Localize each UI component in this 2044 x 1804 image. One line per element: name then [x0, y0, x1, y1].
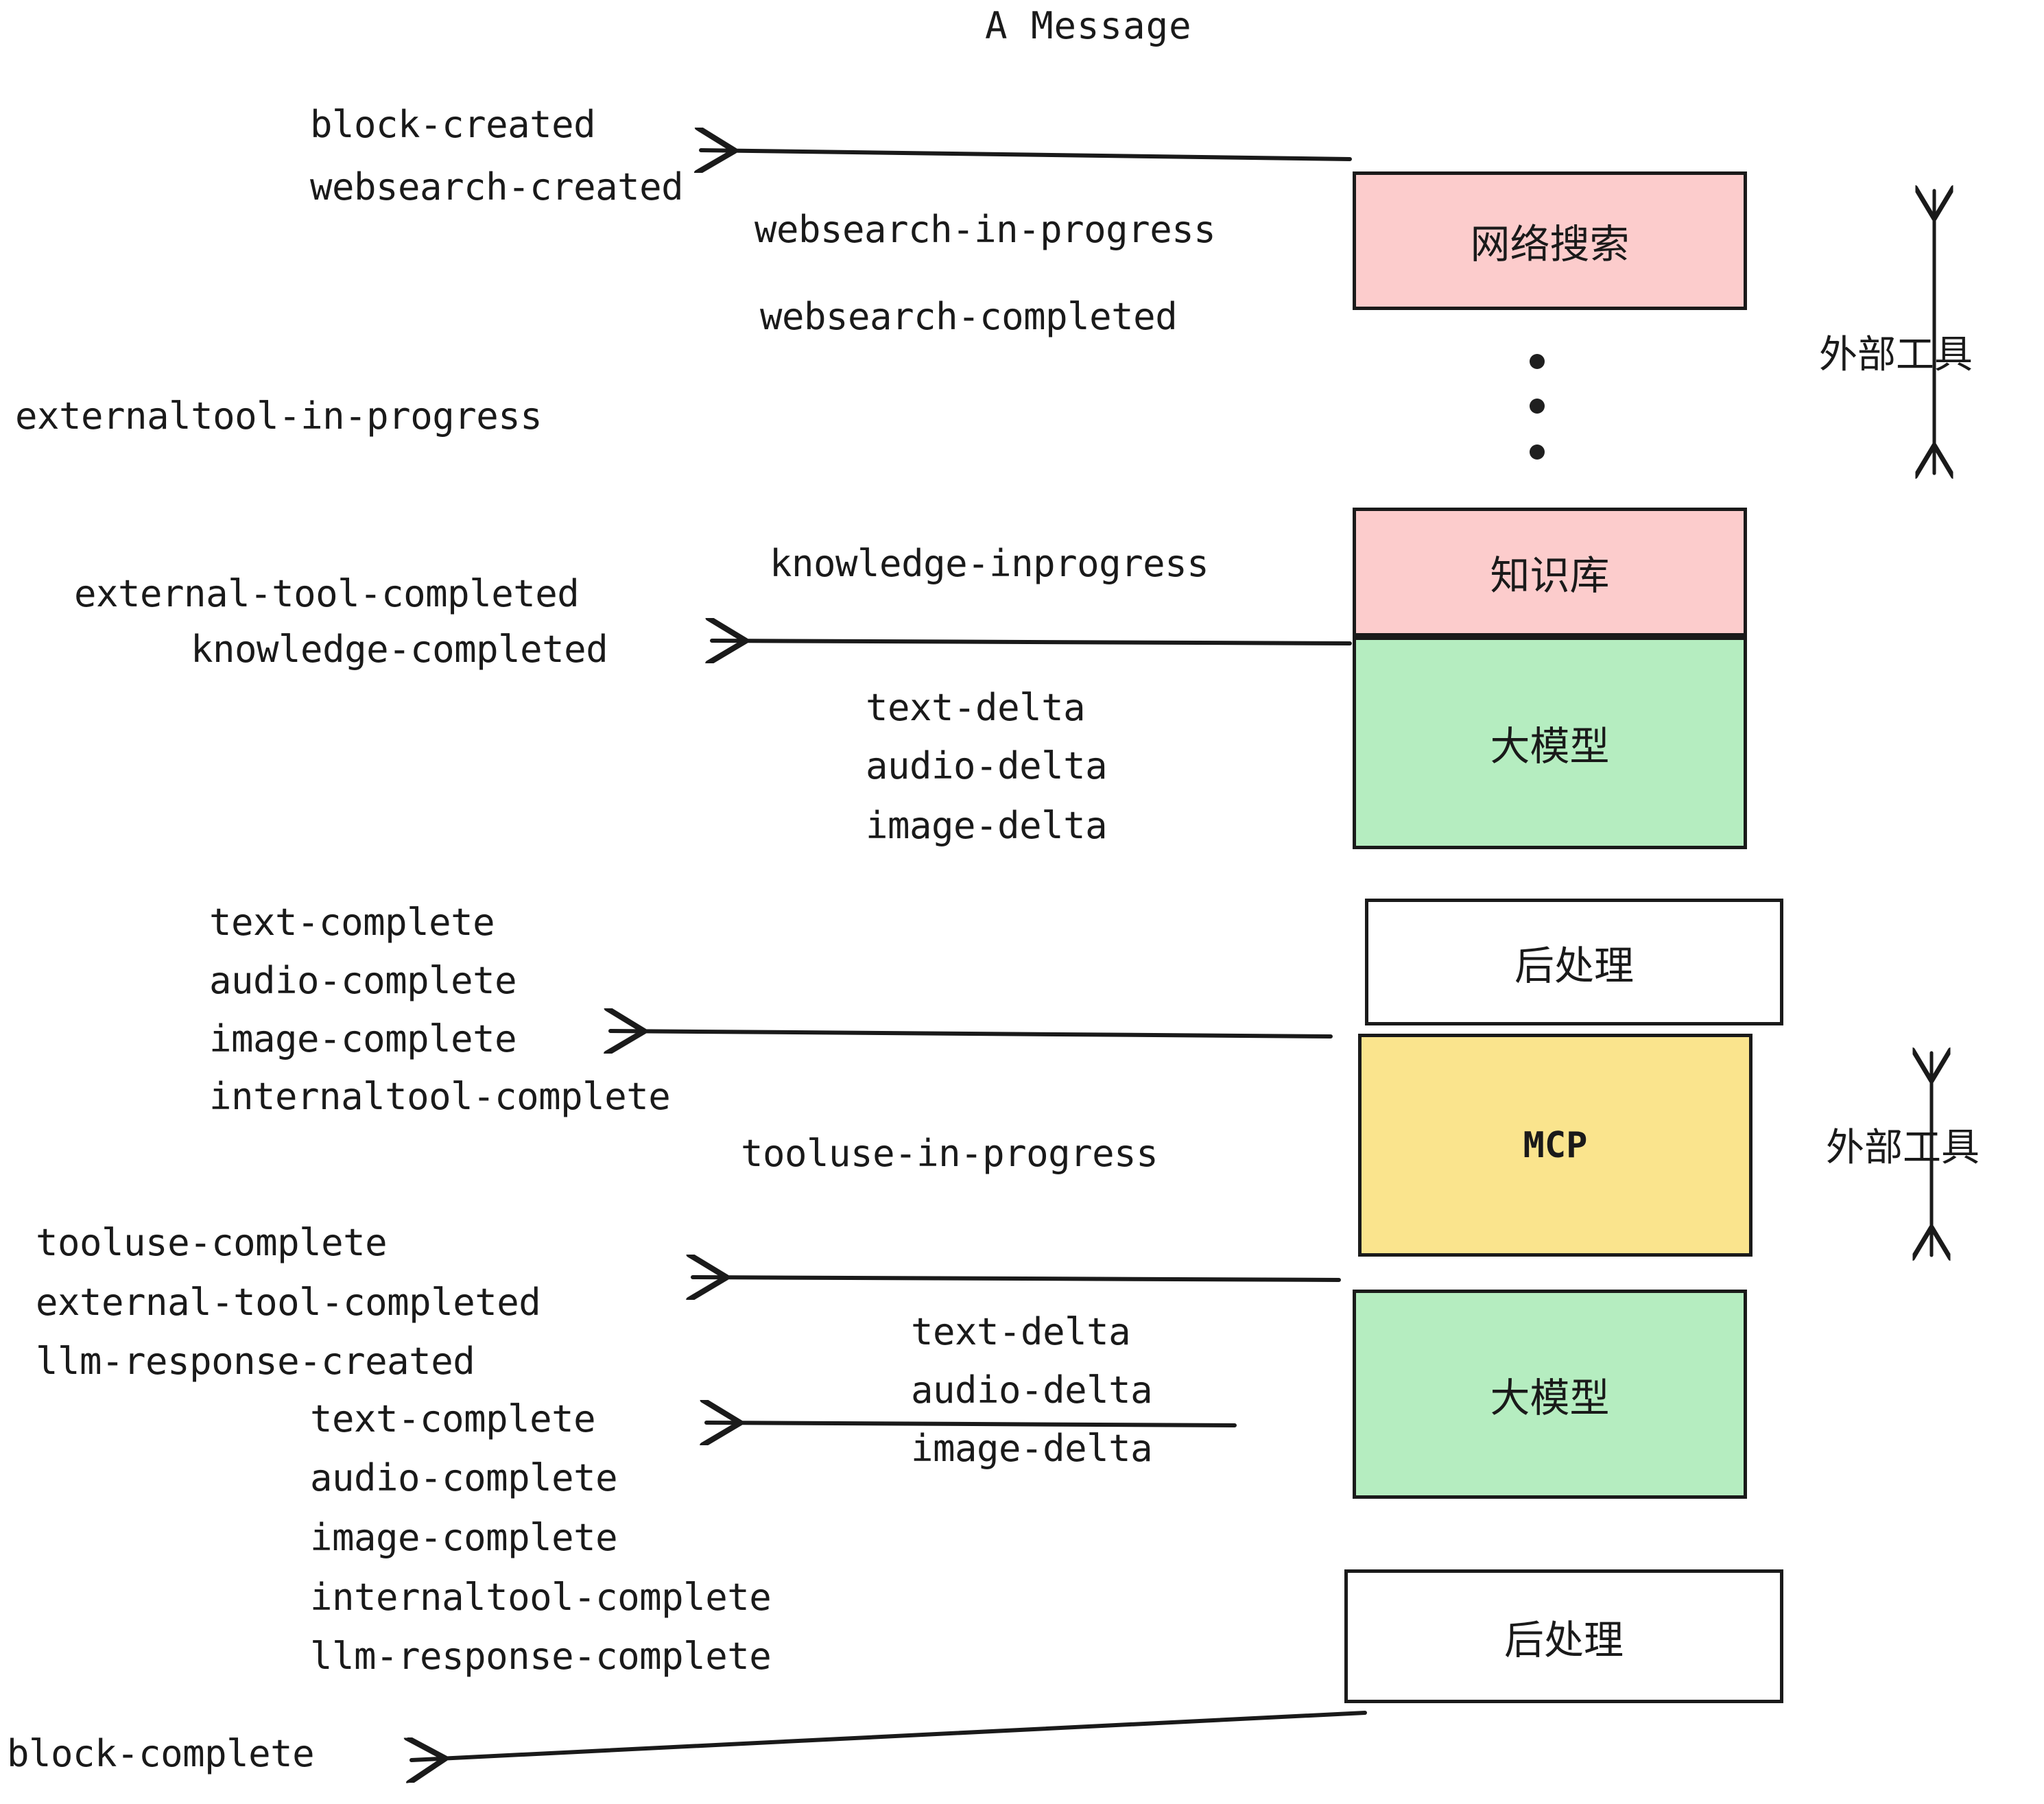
node-label-mcp: MCP — [1523, 1124, 1588, 1166]
node-box-postprocess-2: 后处理 — [1344, 1569, 1783, 1703]
event-label-external-tool-completed-2: external-tool-completed — [36, 1281, 541, 1324]
arrow-audio-complete — [706, 1423, 1237, 1425]
event-label-knowledge-completed: knowledge-completed — [191, 628, 608, 671]
node-label-postprocess-1: 后处理 — [1514, 942, 1634, 989]
arrow-knowledge-done — [712, 641, 1352, 643]
node-box-postprocess-1: 后处理 — [1365, 899, 1783, 1025]
side-label-external-tools-top: 外部工具 — [1819, 333, 1973, 377]
arrow-block-complete — [412, 1711, 1367, 1760]
node-box-mcp: MCP — [1358, 1034, 1752, 1257]
event-label-text-complete-2: text-complete — [310, 1397, 596, 1440]
side-label-external-tools-bottom: 外部工具 — [1826, 1126, 1980, 1170]
event-label-image-delta-1: image-delta — [866, 804, 1108, 847]
event-label-knowledge-inprogress: knowledge-inprogress — [770, 542, 1209, 585]
event-label-websearch-in-progress: websearch-in-progress — [754, 208, 1216, 251]
event-label-internaltool-complete-1: internaltool-complete — [209, 1075, 671, 1118]
node-label-websearch: 网络搜索 — [1470, 221, 1630, 268]
event-label-audio-delta-2: audio-delta — [911, 1368, 1153, 1412]
event-label-tooluse-in-progress: tooluse-in-progress — [741, 1132, 1158, 1175]
node-label-llm-1: 大模型 — [1490, 723, 1610, 770]
node-box-llm-1: 大模型 — [1353, 637, 1747, 849]
event-label-websearch-completed: websearch-completed — [760, 295, 1178, 338]
node-box-knowledge: 知识库 — [1353, 508, 1747, 637]
event-label-block-created: block-created — [310, 103, 596, 146]
ellipsis-dot-2 — [1530, 399, 1545, 414]
event-label-llm-response-created: llm-response-created — [36, 1340, 475, 1383]
event-label-text-delta-2: text-delta — [911, 1310, 1131, 1353]
event-label-image-complete-1: image-complete — [209, 1017, 517, 1060]
node-box-websearch: 网络搜索 — [1353, 171, 1747, 310]
event-label-externaltool-in-progress: externaltool-in-progress — [15, 394, 543, 438]
ellipsis-dot-1 — [1530, 354, 1545, 369]
arrow-block-created — [701, 150, 1352, 159]
event-label-audio-complete-1: audio-complete — [209, 959, 517, 1002]
node-label-postprocess-2: 后处理 — [1504, 1616, 1624, 1663]
event-label-tooluse-complete: tooluse-complete — [36, 1221, 388, 1264]
event-label-audio-delta-1: audio-delta — [866, 744, 1108, 787]
ellipsis-dot-3 — [1530, 444, 1545, 460]
node-label-llm-2: 大模型 — [1490, 1374, 1610, 1421]
event-label-websearch-created: websearch-created — [310, 165, 684, 209]
arrow-tooluse-complete — [693, 1277, 1341, 1280]
node-label-knowledge: 知识库 — [1490, 552, 1610, 599]
node-box-llm-2: 大模型 — [1353, 1290, 1747, 1499]
event-label-audio-complete-2: audio-complete — [310, 1456, 618, 1499]
event-label-image-delta-2: image-delta — [911, 1427, 1153, 1470]
event-label-internaltool-complete-2: internaltool-complete — [310, 1576, 772, 1619]
event-label-image-complete-2: image-complete — [310, 1516, 618, 1559]
event-label-llm-response-complete: llm-response-complete — [310, 1635, 772, 1678]
event-label-text-delta-1: text-delta — [866, 686, 1086, 729]
event-label-block-complete: block-complete — [7, 1732, 315, 1775]
event-label-text-complete-1: text-complete — [209, 901, 495, 944]
arrow-image-complete — [610, 1031, 1333, 1036]
event-label-external-tool-completed-1: external-tool-completed — [74, 572, 580, 615]
page-title: A Message — [985, 4, 1192, 47]
